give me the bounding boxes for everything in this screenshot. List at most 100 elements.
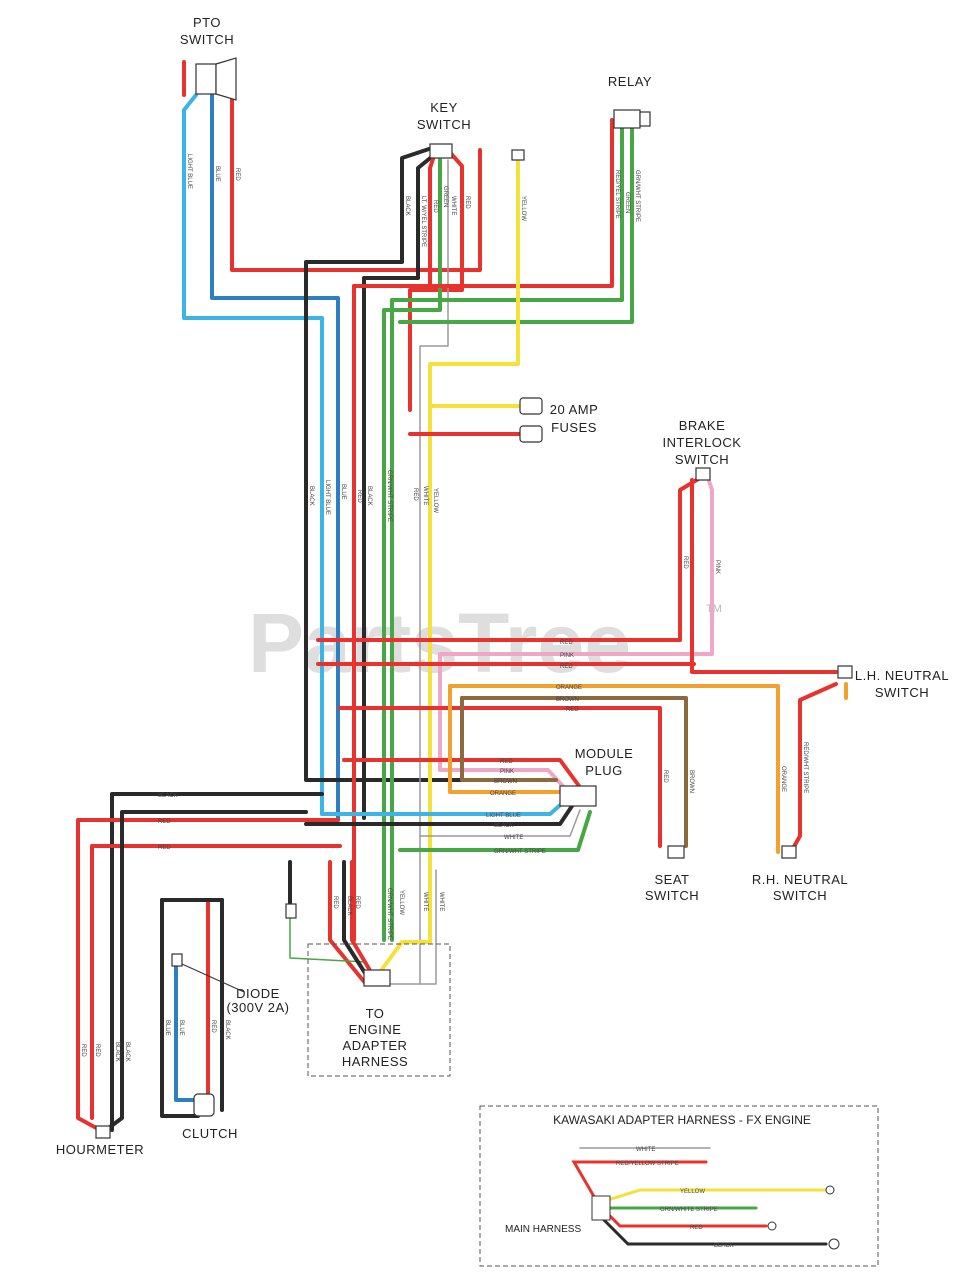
wl-m-grnwht: GRN/WHT STRIPE xyxy=(494,849,546,855)
connectors xyxy=(95,57,853,1139)
engine-label-3: ADAPTER xyxy=(343,1038,408,1053)
wl-l-red2: RED xyxy=(158,845,171,851)
diode xyxy=(171,953,183,967)
wire-labels: LIGHT BLUE BLUE RED BLACK LT. W/YEL STRI… xyxy=(80,154,808,1062)
wire-relay-green xyxy=(390,118,624,942)
wl-b-lightblue: LIGHT BLUE xyxy=(324,480,330,515)
wl-l-red: RED xyxy=(158,819,171,825)
wire-mod-red xyxy=(342,758,584,792)
wire-brake-pink xyxy=(438,476,714,798)
diode-leader xyxy=(181,963,245,993)
wl-brake-red: RED xyxy=(682,556,688,569)
wl-b-red2: RED xyxy=(412,488,418,501)
brake-connector xyxy=(695,467,711,481)
inset-wl-black: BLACK xyxy=(714,1243,734,1249)
engine-adapter-box xyxy=(307,943,451,1077)
wire-clutch-blue xyxy=(174,958,200,1102)
wl-key-red: RED xyxy=(432,200,438,213)
engine-label-2: ENGINE xyxy=(349,1022,402,1037)
wl-e-yellow: YELLOW xyxy=(398,890,404,915)
engine-label-1: TO xyxy=(366,1006,385,1021)
inset-box xyxy=(479,1105,879,1267)
hourmeter-connector xyxy=(95,1125,111,1139)
wl-e-black: BLACK xyxy=(346,896,352,916)
wl-pto-blue: BLUE xyxy=(214,166,220,182)
key-label-2: SWITCH xyxy=(417,117,471,132)
engine-label-4: HARNESS xyxy=(342,1054,408,1069)
seat-label-2: SWITCH xyxy=(645,888,699,903)
wl-rh-redwht: RED/WHT STRIPE xyxy=(802,742,808,793)
wl-relay-redyel: RED/YEL STRIPE xyxy=(614,170,620,219)
wl-key-red2: RED xyxy=(464,196,470,209)
lh-label-2: SWITCH xyxy=(875,685,929,700)
wire-orange-h xyxy=(448,684,780,854)
module-label-1: MODULE xyxy=(575,746,634,761)
wl-b-grnwht: GRN/WHT STRIPE xyxy=(386,470,392,522)
wire-left-black xyxy=(110,792,324,1132)
wl-hr-red: RED xyxy=(80,1044,86,1057)
wire-red-h2 xyxy=(338,706,662,848)
brake-label-1: BRAKE xyxy=(679,418,726,433)
wire-mod-white xyxy=(419,809,581,837)
diode-label-1: DIODE xyxy=(236,986,280,1001)
wire-eng-white xyxy=(389,869,437,985)
wl-b-blue: BLUE xyxy=(340,484,346,500)
wire-left-red2 xyxy=(90,844,342,1120)
wl-hr-black2: BLACK xyxy=(124,1042,130,1062)
wl-brake-pink: PINK xyxy=(714,560,720,574)
wire-lh-red xyxy=(790,682,838,852)
wl-e-white2: WHITE xyxy=(438,892,444,911)
inset-title: KAWASAKI ADAPTER HARNESS - FX ENGINE xyxy=(553,1113,811,1127)
wl-rh-orange: ORANGE xyxy=(780,766,786,792)
pto-body xyxy=(215,57,237,101)
kawasaki-inset: KAWASAKI ADAPTER HARNESS - FX ENGINE WHI… xyxy=(479,1105,879,1267)
fuse-2 xyxy=(519,425,543,443)
wl-e-red2: RED xyxy=(354,896,360,909)
wl-c-red: RED xyxy=(210,1020,216,1033)
inset-red xyxy=(604,1210,768,1228)
clutch-connector xyxy=(193,1093,215,1117)
wl-b-black: BLACK xyxy=(308,486,314,506)
fuse-label-1: 20 AMP xyxy=(550,402,599,417)
wl-h-pink: PINK xyxy=(560,653,574,659)
black-plug xyxy=(285,903,297,919)
component-labels: PTO SWITCH KEY SWITCH RELAY 20 AMP FUSES… xyxy=(56,15,949,1157)
lh-connector xyxy=(837,665,853,679)
wl-b-white: WHITE xyxy=(422,486,428,505)
key-label-1: KEY xyxy=(430,100,458,115)
inset-wl-red: RED xyxy=(690,1225,703,1231)
wire-mod-orange xyxy=(448,684,562,794)
wire-relay-redyel xyxy=(352,118,614,288)
hourmeter-label: HOURMETER xyxy=(56,1142,144,1157)
wl-h-orange: ORANGE xyxy=(556,685,582,691)
rh-label-2: SWITCH xyxy=(773,888,827,903)
wl-seat-red: RED xyxy=(662,770,668,783)
wire-key-black2 xyxy=(362,148,442,820)
wire-pto-blue xyxy=(210,93,340,822)
wl-yellow-top: YELLOW xyxy=(520,196,526,221)
wires xyxy=(76,60,848,1132)
seat-connector xyxy=(667,845,685,859)
wl-l-black: BLACK xyxy=(158,793,178,799)
pto-connector xyxy=(195,63,217,95)
wl-m-brown: BROWN xyxy=(494,779,517,785)
inset-redyel xyxy=(571,1160,708,1202)
inset-wl-redyel: RED/YELLOW STRIPE xyxy=(616,1161,679,1167)
fuse-1 xyxy=(519,397,543,415)
wire-brake-red2 xyxy=(690,478,838,674)
inset-term-1 xyxy=(825,1185,835,1195)
wl-h-brown: BROWN xyxy=(556,697,579,703)
wl-hr-black: BLACK xyxy=(114,1042,120,1062)
wl-h-red2: RED xyxy=(560,664,573,670)
wire-key-white xyxy=(419,159,449,985)
inset-wl-grnwht: GRN/WHITE STRIPE xyxy=(660,1207,718,1213)
wl-m-black: BLACK xyxy=(494,823,514,829)
seat-label-1: SEAT xyxy=(655,872,690,887)
wl-m-pink: PINK xyxy=(500,769,514,775)
wl-key-ltyel: LT. W/YEL STRIPE xyxy=(420,196,426,247)
wl-c-blue2: BLUE xyxy=(178,1020,184,1036)
inset-term-3 xyxy=(828,1238,840,1250)
wl-m-red: RED xyxy=(500,759,513,765)
wl-pto-red: RED xyxy=(234,168,240,181)
fuse-label-2: FUSES xyxy=(551,420,597,435)
